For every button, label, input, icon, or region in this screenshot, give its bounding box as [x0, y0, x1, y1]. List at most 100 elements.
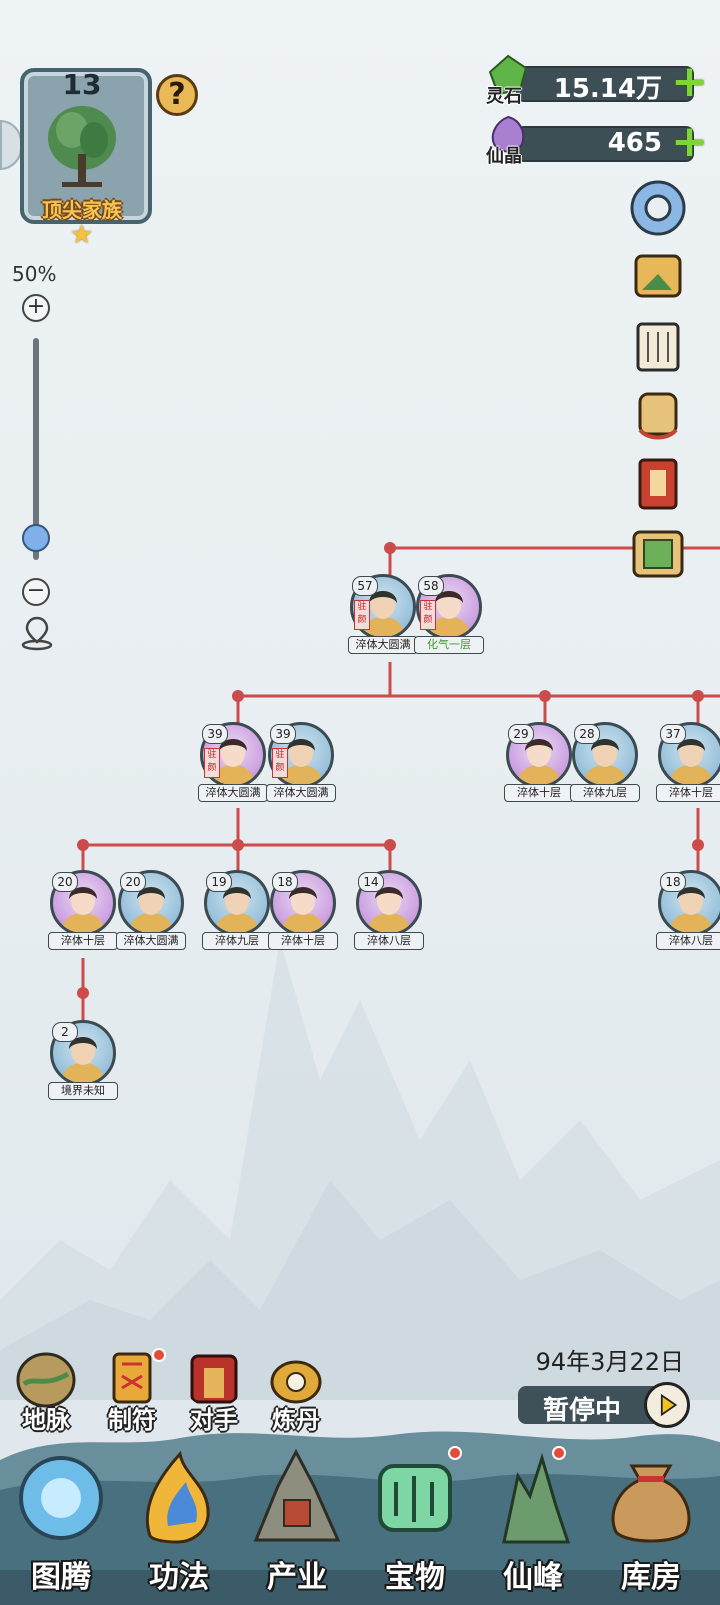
member-age: 20	[120, 872, 146, 892]
willow-tree-icon	[48, 106, 116, 187]
currency-value: 15.14万	[553, 74, 662, 104]
nav-technique[interactable]: 功法	[120, 1446, 238, 1596]
member-avatar-icon	[211, 739, 255, 785]
member-realm: 淬体八层	[354, 932, 424, 950]
immortal-peak-icon	[502, 1452, 571, 1544]
spirit-stone-icon	[488, 54, 528, 96]
family-member[interactable]: 37 淬体十层	[656, 722, 720, 802]
member-avatar-icon	[61, 887, 105, 933]
alchemy-furnace-icon	[270, 1360, 322, 1404]
letters-icon[interactable]	[628, 316, 688, 376]
skill-alchemy-button[interactable]: 炼丹	[260, 1348, 332, 1434]
nav-label: 功法	[149, 1560, 209, 1595]
play-icon[interactable]	[644, 1382, 690, 1428]
game-date: 94年3月22日	[535, 1348, 684, 1376]
skill-earth-vein-button[interactable]: 地脉	[10, 1348, 82, 1434]
immortal-crystal-icon	[491, 115, 525, 153]
family-level: 13	[62, 68, 102, 101]
industry-house-icon	[253, 1448, 341, 1542]
nav-totem[interactable]: 图腾	[2, 1446, 120, 1596]
member-realm: 淬体九层	[570, 784, 640, 802]
add-immortal-crystal-button[interactable]: +	[671, 116, 708, 167]
family-member[interactable]: 28 淬体九层	[570, 722, 640, 802]
member-realm: 淬体十层	[504, 784, 574, 802]
member-avatar-icon	[361, 591, 405, 637]
nav-label: 产业	[267, 1560, 327, 1595]
member-avatar-icon	[367, 887, 411, 933]
currency-bar	[516, 126, 694, 162]
background-mountains	[0, 940, 720, 1400]
zoom-in-button[interactable]: +	[22, 294, 50, 322]
spirit-stone-counter: 灵石 15.14万 +	[486, 54, 708, 107]
member-age: 58	[418, 576, 444, 596]
family-member[interactable]: 19 淬体九层	[202, 870, 272, 950]
member-portrait	[658, 870, 720, 936]
nav-label: 库房	[621, 1560, 681, 1595]
member-avatar-icon	[129, 887, 173, 933]
member-avatar-icon	[215, 887, 259, 933]
treasure-icon	[378, 1464, 452, 1532]
currency-label: 灵石	[486, 86, 522, 107]
member-realm: 淬体大圆满	[348, 636, 418, 654]
member-avatar-icon	[669, 887, 713, 933]
nav-label: 图腾	[31, 1560, 91, 1595]
family-rank-name: 顶尖家族	[42, 198, 122, 222]
family-member[interactable]: 14 淬体八层	[354, 870, 424, 950]
member-realm: 淬体十层	[656, 784, 720, 802]
green-seal-icon[interactable]	[628, 524, 688, 584]
member-realm: 淬体大圆满	[266, 784, 336, 802]
skill-talisman-button[interactable]: 制符	[96, 1348, 168, 1434]
member-portrait	[270, 870, 336, 936]
help-icon: ?	[168, 77, 186, 112]
earth-vein-icon	[16, 1352, 76, 1408]
family-member[interactable]: 39 驻颜淬体大圆满	[266, 722, 336, 802]
member-realm: 淬体九层	[202, 932, 272, 950]
immortal-crystal-counter: 仙晶 465 +	[486, 115, 708, 167]
red-book-icon[interactable]	[628, 454, 688, 514]
notification-dot	[552, 1446, 566, 1460]
nav-treasure[interactable]: 宝物	[356, 1446, 474, 1596]
youth-seal-badge: 驻颜	[272, 748, 288, 778]
member-age: 39	[202, 724, 228, 744]
locate-icon[interactable]	[18, 614, 56, 652]
member-age: 39	[270, 724, 296, 744]
edict-scroll-icon[interactable]	[628, 384, 688, 444]
currency-value: 465	[607, 128, 662, 158]
family-badge[interactable]: 13 顶尖家族 ★	[12, 62, 152, 250]
zoom-slider-track[interactable]	[33, 338, 39, 560]
member-age: 19	[206, 872, 232, 892]
member-age: 14	[358, 872, 384, 892]
pause-toggle[interactable]: 暂停中	[518, 1382, 690, 1428]
rival-gate-icon	[190, 1354, 238, 1404]
zoom-slider-handle[interactable]	[22, 523, 50, 552]
settings-gear-icon[interactable]	[628, 178, 688, 238]
skill-label: 对手	[190, 1406, 238, 1434]
nav-storage[interactable]: 库房	[592, 1446, 710, 1596]
nav-industry[interactable]: 产业	[238, 1446, 356, 1596]
add-spirit-stone-button[interactable]: +	[671, 56, 708, 107]
skill-rival-button[interactable]: 对手	[178, 1348, 250, 1434]
member-avatar-icon	[427, 591, 471, 637]
member-avatar-icon	[281, 887, 325, 933]
skill-label: 制符	[108, 1406, 156, 1434]
event-scroll-icon[interactable]	[628, 246, 688, 306]
nav-immortal-peak[interactable]: 仙峰	[474, 1446, 592, 1596]
star-icon: ★	[70, 220, 94, 250]
member-age: 28	[574, 724, 600, 744]
storage-bag-icon	[611, 1464, 691, 1543]
member-age: 37	[660, 724, 686, 744]
zoom-out-button[interactable]: −	[22, 578, 50, 606]
pause-label: 暂停中	[542, 1396, 621, 1426]
member-age: 18	[660, 872, 686, 892]
help-button[interactable]: ?	[156, 74, 198, 116]
notification-dot	[448, 1446, 462, 1460]
